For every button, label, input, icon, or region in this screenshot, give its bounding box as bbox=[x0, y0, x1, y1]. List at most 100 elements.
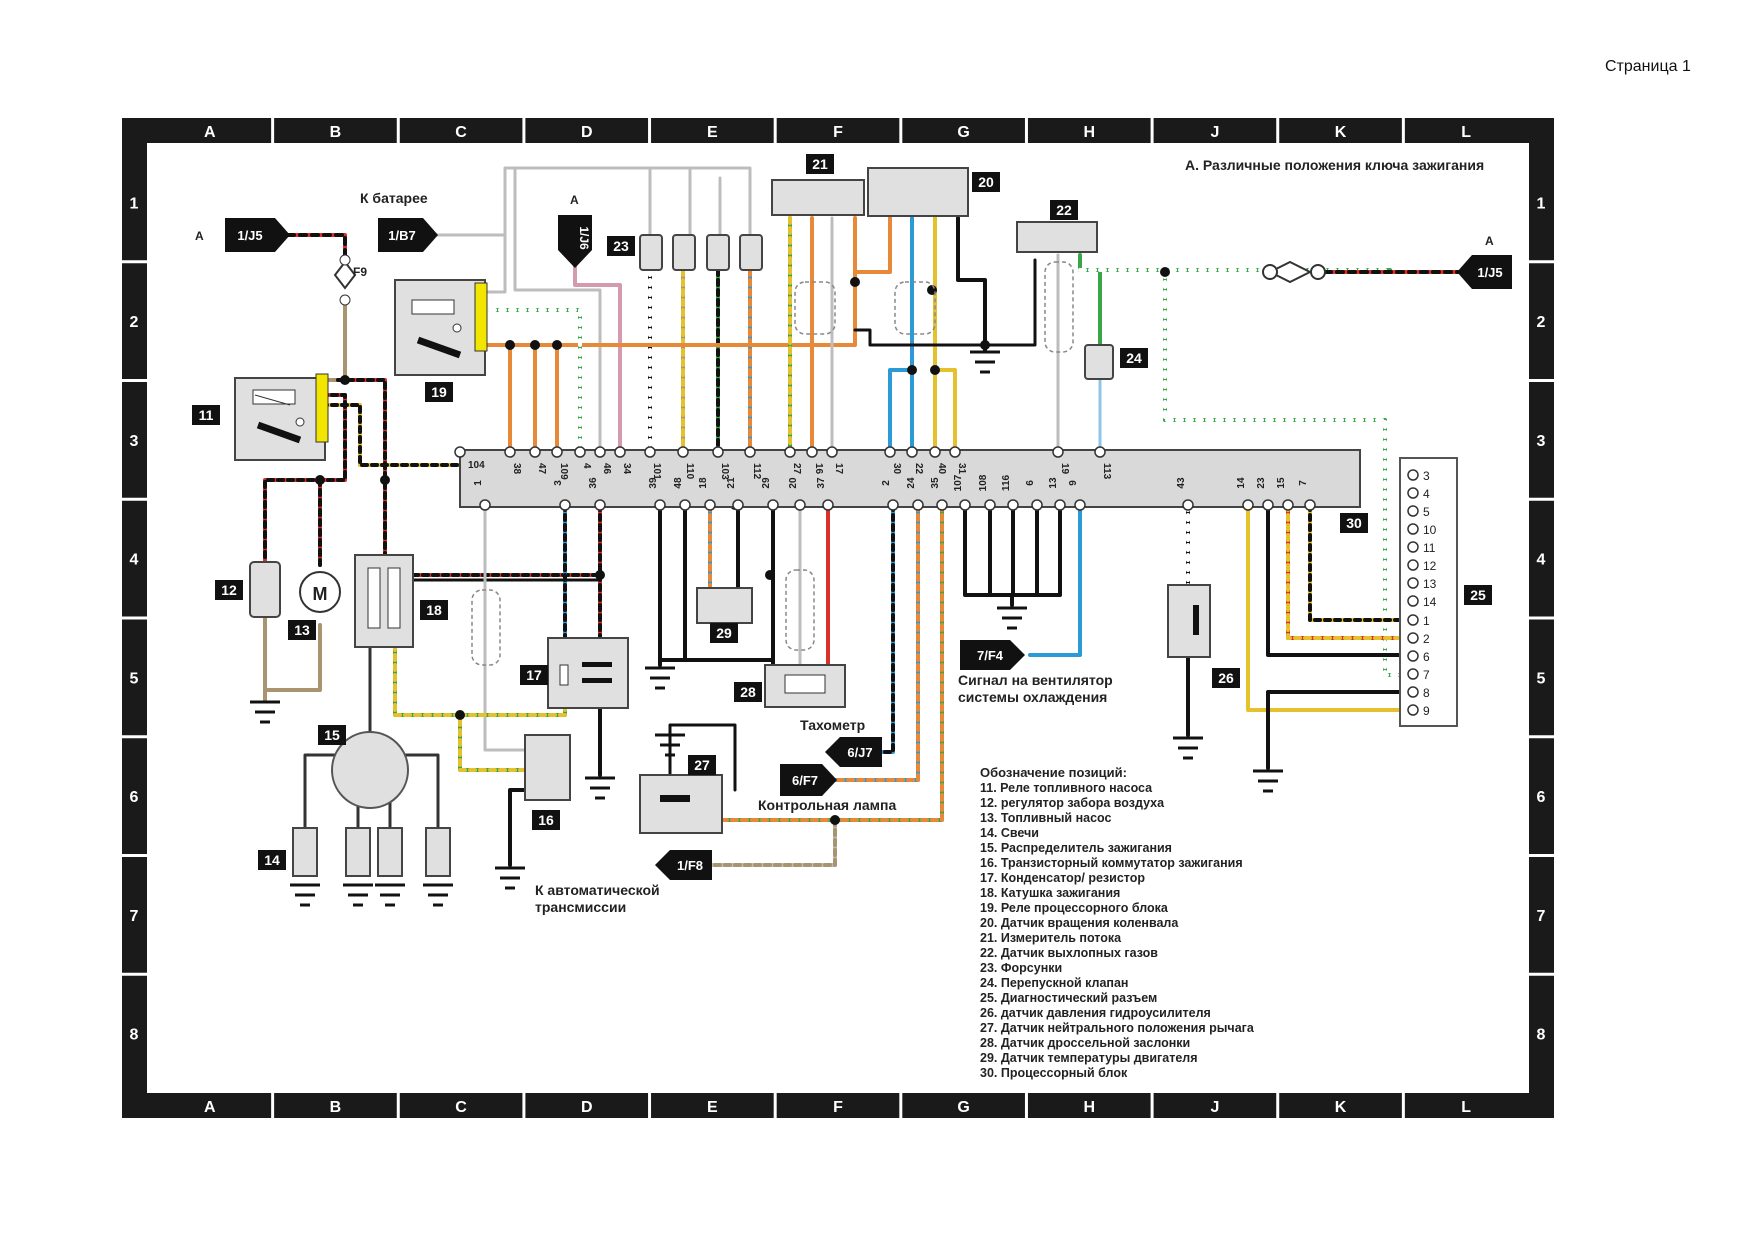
legend-item: 26. датчик давления гидроусилителя bbox=[980, 1006, 1211, 1020]
ecu-pin-101: 101 bbox=[644, 446, 662, 480]
ecu-pin-40: 40 bbox=[929, 446, 947, 475]
diag-pin-label-3: 3 bbox=[1423, 469, 1430, 483]
column-label-L: L bbox=[1461, 124, 1471, 141]
ground-27 bbox=[655, 733, 685, 757]
ecu-pin-label-14: 14 bbox=[1236, 477, 1247, 489]
component-tag-30: 30 bbox=[1340, 513, 1368, 533]
fan-signal-label-1: Сигнал на вентилятор bbox=[958, 672, 1113, 688]
ecu-pin-1: 1 bbox=[473, 480, 491, 511]
ecu-pin-15: 15 bbox=[1276, 477, 1294, 511]
diag-pin-label-4: 4 bbox=[1423, 487, 1430, 501]
ecu-pin-13: 13 bbox=[1048, 477, 1066, 511]
component-tag-label-17: 17 bbox=[526, 667, 542, 683]
component-tag-27: 27 bbox=[688, 755, 716, 775]
point-a-left: A bbox=[195, 229, 204, 243]
ecu-pin-43: 43 bbox=[1176, 477, 1194, 511]
ecu-pin-27: 27 bbox=[784, 446, 802, 475]
component-tag-label-27: 27 bbox=[694, 757, 710, 773]
auto-trans-label-1: К автоматической bbox=[535, 882, 660, 898]
page-number-label: Страница 1 bbox=[1605, 58, 1691, 75]
row-label-1: 1 bbox=[130, 195, 139, 212]
legend-item: 24. Перепускной клапан bbox=[980, 976, 1128, 990]
legend-item: 30. Процессорный блок bbox=[980, 1066, 1128, 1080]
capacitor-17 bbox=[547, 637, 629, 709]
ecu-pin-label-46: 46 bbox=[601, 463, 612, 475]
ecu-pin-label-18: 18 bbox=[698, 477, 709, 489]
diag-pin-label-12: 12 bbox=[1423, 559, 1437, 573]
ecu-pin-label-36: 36 bbox=[588, 477, 599, 489]
legend-item: 23. Форсунки bbox=[980, 961, 1062, 975]
legend-item: 12. регулятор забора воздуха bbox=[980, 796, 1165, 810]
oxygen-sensor-22 bbox=[1016, 221, 1098, 253]
ecu-pin-label-107: 107 bbox=[953, 474, 964, 491]
component-tag-13: 13 bbox=[288, 620, 316, 640]
ecu-pin-label-2: 2 bbox=[881, 480, 892, 486]
ecu-pin-113: 113 bbox=[1094, 446, 1112, 480]
arrow-7-f4: 7/F4 bbox=[960, 640, 1025, 670]
svg-text:1/B7: 1/B7 bbox=[388, 228, 415, 243]
ecu-pin-103: 103 bbox=[712, 446, 730, 480]
row-label-4: 4 bbox=[130, 552, 139, 569]
column-label-B: B bbox=[330, 124, 342, 141]
ecu-pin-label-15: 15 bbox=[1276, 477, 1287, 489]
ecu-pin-label-109: 109 bbox=[558, 463, 569, 480]
row-label-3: 3 bbox=[130, 433, 139, 450]
svg-text:1/J5: 1/J5 bbox=[237, 228, 262, 243]
row-label-1: 1 bbox=[1537, 195, 1546, 212]
component-tag-label-23: 23 bbox=[613, 238, 629, 254]
legend-item: 19. Реле процессорного блока bbox=[980, 901, 1169, 915]
diag-pin-10: 10 bbox=[1407, 523, 1437, 537]
arrow-1-j6: 1/J6 bbox=[558, 215, 592, 268]
ecu-pin-108: 108 bbox=[978, 474, 996, 511]
temp-sensor-29 bbox=[696, 587, 753, 624]
diag-pin-label-2: 2 bbox=[1423, 632, 1430, 646]
arrow-6-j7: 6/J7 bbox=[825, 737, 882, 767]
ecu-pin-label-22: 22 bbox=[913, 463, 924, 475]
column-label-B: B bbox=[330, 1099, 342, 1116]
ecu-pin-3: 3 bbox=[553, 480, 571, 511]
component-tag-14: 14 bbox=[258, 850, 286, 870]
ground-plug-4 bbox=[423, 883, 453, 907]
ecu-pin-2: 2 bbox=[881, 480, 899, 511]
component-tag-label-29: 29 bbox=[716, 625, 732, 641]
ecu-pin-label-1: 1 bbox=[473, 480, 484, 486]
ground-20 bbox=[970, 350, 1000, 374]
ground-17 bbox=[585, 776, 615, 800]
column-label-A: A bbox=[204, 1099, 216, 1116]
air-flow-meter-21 bbox=[771, 179, 865, 216]
ecu-pin-14: 14 bbox=[1236, 477, 1254, 511]
svg-text:1/F8: 1/F8 bbox=[677, 858, 703, 873]
ecu-pin-39: 39 bbox=[648, 477, 666, 511]
row-label-5: 5 bbox=[130, 670, 139, 687]
ecu-pin-19: 19 bbox=[1052, 446, 1070, 475]
arrow-1-j5-left: 1/J5 bbox=[225, 218, 290, 252]
bypass-valve-24 bbox=[1084, 344, 1114, 380]
legend-item: 18. Катушка зажигания bbox=[980, 886, 1120, 900]
diag-pin-label-8: 8 bbox=[1423, 686, 1430, 700]
ecu-pin-label-29: 29 bbox=[761, 477, 772, 489]
component-tag-21: 21 bbox=[806, 154, 834, 174]
diag-pin-4: 4 bbox=[1407, 487, 1430, 501]
column-label-E: E bbox=[707, 124, 718, 141]
diag-pin-label-10: 10 bbox=[1423, 523, 1437, 537]
auto-trans-label-2: трансмиссии bbox=[535, 899, 626, 915]
legend-item: 15. Распределитель зажигания bbox=[980, 841, 1172, 855]
component-tag-19: 19 bbox=[425, 382, 453, 402]
diag-pin-label-5: 5 bbox=[1423, 505, 1430, 519]
row-label-6: 6 bbox=[1537, 789, 1546, 806]
column-label-E: E bbox=[707, 1099, 718, 1116]
ecu-pin-24: 24 bbox=[906, 477, 924, 511]
column-label-J: J bbox=[1210, 1099, 1219, 1116]
ecu-pin-label-27: 27 bbox=[791, 463, 802, 475]
ecu-pin-label-23: 23 bbox=[1256, 477, 1267, 489]
legend-item: 22. Датчик выхлопных газов bbox=[980, 946, 1158, 960]
air-regulator-12 bbox=[249, 561, 281, 618]
column-label-G: G bbox=[957, 124, 969, 141]
ecu-pin-label-116: 116 bbox=[1001, 474, 1012, 491]
ignition-coil-18 bbox=[354, 554, 414, 648]
component-tag-20: 20 bbox=[972, 172, 1000, 192]
ecu-pin-17: 17 bbox=[826, 446, 844, 475]
